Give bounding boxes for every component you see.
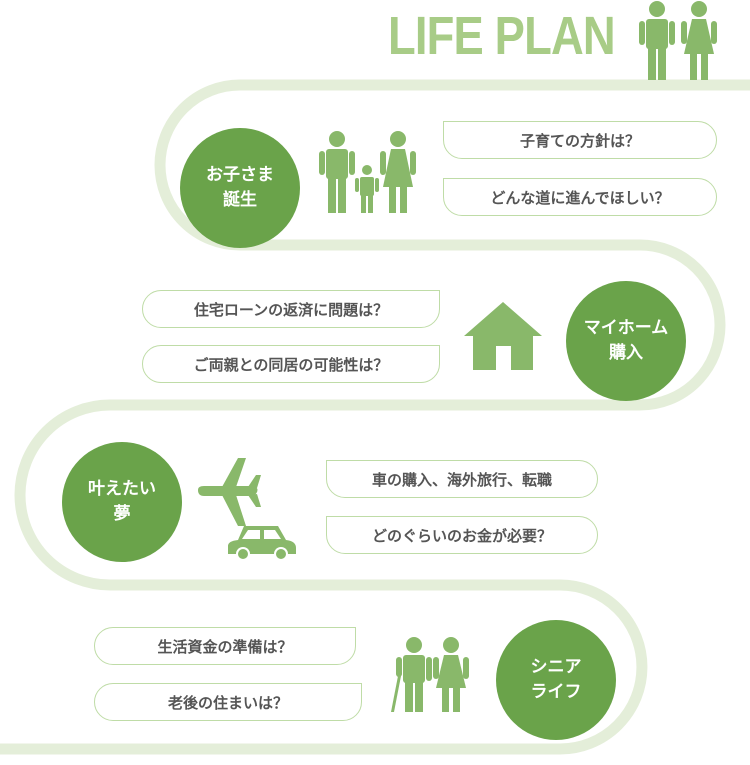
stage-label-line: お子さま (206, 165, 274, 185)
stage-birth-circle: お子さま 誕生 (180, 128, 300, 248)
question-pill: 生活資金の準備は？ (94, 627, 356, 665)
question-text: ご両親との同居の可能性は？ (193, 355, 389, 374)
question-text: 生活資金の準備は？ (157, 637, 293, 656)
airplane-icon (198, 458, 261, 526)
question-text: どんな道に進んでほしい？ (490, 188, 670, 207)
family-icon (319, 131, 416, 213)
stage-dream-circle: 叶えたい 夢 (62, 442, 182, 562)
question-pill: 住宅ローンの返済に問題は？ (142, 290, 440, 328)
stage-label-line: 購入 (609, 343, 643, 363)
question-pill: どのぐらいのお金が必要？ (326, 516, 598, 554)
page-title: LIFE PLAN (388, 6, 616, 66)
stage-home-circle: マイホーム 購入 (566, 281, 686, 401)
question-text: どのぐらいのお金が必要？ (371, 526, 552, 545)
question-text: 住宅ローンの返済に問題は？ (193, 300, 389, 319)
house-icon (464, 302, 542, 370)
question-text: 老後の住まいは？ (167, 693, 288, 712)
stage-label-line: 叶えたい (88, 479, 156, 499)
couple-icon (639, 1, 717, 80)
question-pill: ご両親との同居の可能性は？ (142, 345, 440, 383)
stage-label-line: 誕生 (223, 190, 257, 210)
stage-senior-circle: シニア ライフ (496, 620, 616, 740)
question-pill: 子育ての方針は？ (443, 121, 717, 159)
question-pill: 車の購入、海外旅行、転職 (326, 460, 598, 498)
question-text: 子育ての方針は？ (519, 131, 640, 150)
stage-label-line: シニア (530, 657, 582, 677)
senior-couple-icon (391, 637, 469, 712)
car-icon (228, 526, 296, 561)
question-pill: 老後の住まいは？ (94, 683, 362, 721)
question-text: 車の購入、海外旅行、転職 (371, 470, 552, 489)
stage-label-line: マイホーム (583, 318, 669, 338)
stage-label-line: 夢 (113, 504, 131, 524)
question-pill: どんな道に進んでほしい？ (443, 178, 717, 216)
stage-label-line: ライフ (530, 682, 582, 702)
